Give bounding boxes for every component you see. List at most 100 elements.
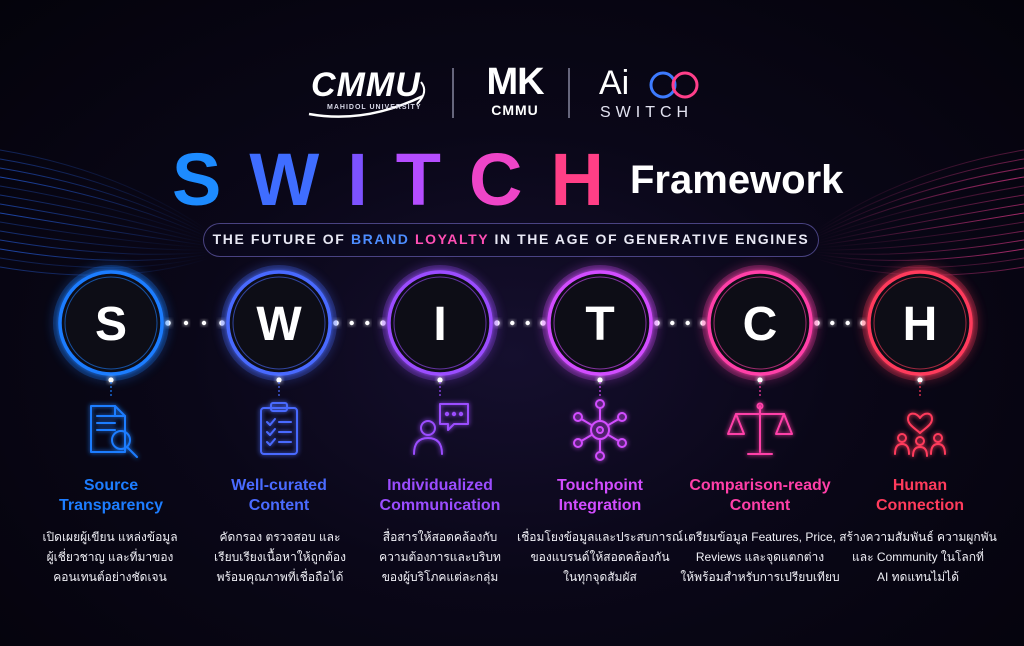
connector-dot <box>201 320 207 326</box>
pillar-label-line: Transparency <box>58 497 164 514</box>
pillar-description-line: สื่อสารให้สอดคล้องกับ <box>382 530 498 544</box>
connector-dot <box>525 320 530 326</box>
pillar-letter: T <box>585 298 614 351</box>
pillar-description-t: เชื่อมโยงข้อมูลและประสบการณ์ของแบรนด์ให้… <box>515 527 685 587</box>
mk-cmmu-logo: MK CMMU <box>475 62 555 126</box>
subtitle-part2: IN THE AGE OF GENERATIVE ENGINES <box>488 231 810 247</box>
pillar-label-line: Human <box>892 477 948 494</box>
pillar-label-line: Well-curated <box>231 477 327 494</box>
pillar-description-line: ของผู้บริโภคแต่ละกลุ่ม <box>381 570 499 584</box>
pillar-description-line: ในทุกจุดสัมผัส <box>563 570 637 584</box>
pillar-letter: I <box>433 298 446 351</box>
streak-line <box>0 212 211 247</box>
subtitle-highlight-brand: BRAND <box>350 231 410 247</box>
ai-logo-subtext: SWITCH <box>600 104 694 121</box>
pillar-description-line: เรียบเรียงเนื้อหาให้ถูกต้อง <box>214 550 346 564</box>
cmmu-logo-text: CMMU <box>311 66 421 104</box>
streak-line <box>813 221 1024 249</box>
pillar-circle-s: S <box>53 265 169 396</box>
clipboard-checklist-icon <box>260 402 298 455</box>
pillar-label-line: Touchpoint <box>557 477 643 494</box>
title-letter-c: C <box>468 138 551 221</box>
pillar-description-line: เปิดเผยผู้เขียน แหล่งข้อมูล <box>42 530 178 544</box>
pillar-label-line: Source <box>83 477 139 494</box>
right-streaks <box>813 149 1024 276</box>
pillar-circle-w: W <box>221 265 337 396</box>
title-row: SWITCH Framework <box>0 140 1024 220</box>
connector-dot <box>830 320 835 326</box>
cmmu-logo-subtext: MAHIDOL UNIVERSITY <box>327 104 422 111</box>
pillar-circle-h: H <box>862 265 978 396</box>
streak-line <box>813 239 1024 255</box>
pillar-description-line: สร้างความสัมพันธ์ ความผูกพัน <box>839 530 997 544</box>
pillar-description-c: เตรียมข้อมูล Features, Price, Reviews และ… <box>675 527 845 587</box>
link-dot <box>597 377 603 383</box>
logo-bar: CMMU MAHIDOL UNIVERSITY MK CMMU Ai SWITC… <box>0 62 1024 126</box>
pillar-letter: W <box>256 298 302 351</box>
subtitle-banner: THE FUTURE OF BRAND LOYALTY IN THE AGE O… <box>203 223 819 257</box>
cmmu-logo: CMMU MAHIDOL UNIVERSITY <box>305 62 435 126</box>
pillar-description-line: Reviews และจุดแตกต่าง <box>695 550 825 564</box>
pillar-description-line: ความต้องการและบริบท <box>379 550 501 564</box>
link-dot <box>108 377 114 383</box>
pillar-description-line: คอนเทนต์อย่างชัดเจน <box>53 570 167 584</box>
streak-line <box>0 176 211 239</box>
link-dot <box>757 377 763 383</box>
streak-line <box>813 167 1024 237</box>
link-dot <box>276 377 282 383</box>
pillar-description-line: พร้อมคุณภาพที่เชื่อถือได้ <box>216 570 344 584</box>
streak-line <box>0 167 211 237</box>
streak-line <box>813 185 1024 241</box>
ai-logo-text: Ai <box>599 64 630 102</box>
ai-rings-icon <box>649 71 699 99</box>
streak-line <box>0 149 211 233</box>
pillar-description-line: และ Community ในโลกที่ <box>852 550 984 564</box>
streak-line <box>813 203 1024 245</box>
cmmu-swoosh-icon <box>308 81 426 118</box>
streak-line <box>813 248 1024 261</box>
framework-title: Framework <box>630 158 844 202</box>
title-letter-t: T <box>395 138 469 221</box>
streak-line <box>813 158 1024 235</box>
streak-line <box>0 221 211 249</box>
pillar-label-line: Integration <box>558 497 642 514</box>
subtitle-highlight-loyalty: LOYALTY <box>415 231 489 247</box>
streak-line <box>813 230 1024 251</box>
pillar-description-line: เชื่อมโยงข้อมูลและประสบการณ์ <box>517 530 683 544</box>
pillar-circle-t: T <box>542 265 658 396</box>
link-dot <box>917 377 923 383</box>
connector-dot <box>349 320 354 326</box>
title-letter-s: S <box>172 138 250 221</box>
streak-line <box>813 212 1024 247</box>
title-letter-i: I <box>347 138 396 221</box>
connector-dot <box>685 320 690 326</box>
pillar-description-line: คัดกรอง ตรวจสอบ และ <box>219 530 341 544</box>
pillar-description-w: คัดกรอง ตรวจสอบ และเรียบเรียงเนื้อหาให้ถ… <box>195 527 365 587</box>
pillar-label-line: Individualized <box>387 477 493 494</box>
streak-line <box>0 239 211 255</box>
streak-line <box>0 203 211 245</box>
pillar-label-line: Communication <box>379 497 501 514</box>
pillar-description-s: เปิดเผยผู้เขียน แหล่งข้อมูลผู้เชี่ยวชาญ … <box>25 527 195 587</box>
mk-logo-text: MK <box>486 61 544 103</box>
pillar-label-line: Content <box>729 497 791 514</box>
streak-line <box>0 158 211 235</box>
pillar-description-line: AI ทดแทนไม่ได้ <box>877 570 959 584</box>
title-letter-h: H <box>550 138 632 221</box>
pillar-label-line: Connection <box>876 497 964 514</box>
pillar-description-line: เตรียมข้อมูล Features, Price, <box>684 530 836 544</box>
connector-dot <box>510 320 515 326</box>
pillar-circle-i: I <box>382 265 498 396</box>
connector-dot <box>365 320 370 326</box>
connector-dot <box>183 320 189 326</box>
connector-dot <box>845 320 850 326</box>
pillar-label-line: Content <box>248 497 310 514</box>
document-search-icon <box>90 405 138 458</box>
